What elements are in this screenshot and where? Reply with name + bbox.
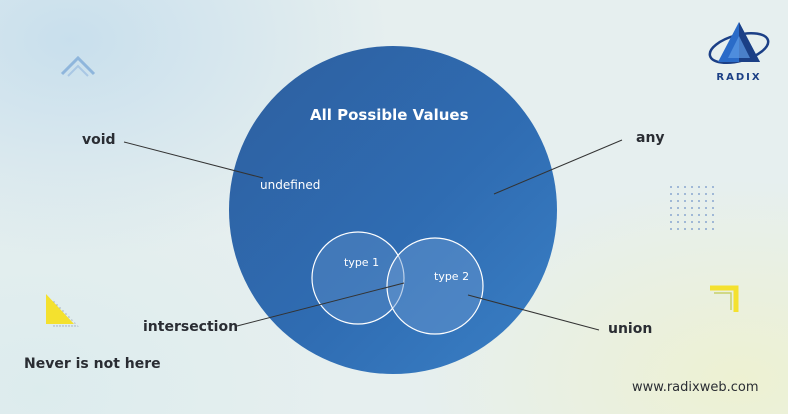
grid-dot (677, 186, 679, 188)
grid-dot (677, 221, 679, 223)
grid-dot (705, 228, 707, 230)
type-2-label: type 2 (434, 270, 470, 283)
grid-dot (712, 214, 714, 216)
grid-dot (677, 214, 679, 216)
grid-dot (705, 200, 707, 202)
grid-dot (670, 186, 672, 188)
grid-dot (670, 214, 672, 216)
grid-dot (684, 221, 686, 223)
grid-dot (691, 193, 693, 195)
void-label: void (82, 132, 116, 148)
grid-dot (705, 207, 707, 209)
grid-dot (670, 207, 672, 209)
union-leader-line (467, 294, 600, 331)
grid-dot (712, 207, 714, 209)
grid-dot (705, 186, 707, 188)
logo-text: RADIX (716, 72, 762, 83)
chevron-up-icon (60, 55, 96, 77)
triangle-icon (46, 294, 80, 328)
grid-dot (691, 221, 693, 223)
grid-dot (698, 214, 700, 216)
grid-dot (712, 228, 714, 230)
grid-dot (691, 186, 693, 188)
any-leader-line (493, 139, 623, 195)
type-2-circle (386, 237, 484, 335)
grid-dot (670, 200, 672, 202)
corner-bracket-icon (710, 285, 739, 312)
grid-dot (698, 200, 700, 202)
grid-dot (670, 228, 672, 230)
never-note: Never is not here (24, 356, 161, 372)
grid-dot (684, 193, 686, 195)
undefined-label: undefined (260, 178, 321, 192)
website-link[interactable]: www.radixweb.com (632, 380, 759, 395)
grid-dot (677, 200, 679, 202)
intersection-label: intersection (143, 319, 239, 335)
grid-dot (684, 186, 686, 188)
radix-logo-icon (708, 22, 770, 65)
union-label: union (608, 321, 653, 337)
grid-dot (691, 228, 693, 230)
grid-dot (684, 214, 686, 216)
grid-dot (712, 186, 714, 188)
grid-dot (698, 193, 700, 195)
type-1-label: type 1 (344, 256, 380, 269)
grid-dot (684, 228, 686, 230)
grid-dot (712, 221, 714, 223)
grid-dot (698, 228, 700, 230)
grid-dot (712, 200, 714, 202)
any-label: any (636, 130, 665, 146)
all-values-circle (229, 46, 557, 374)
void-leader-line (123, 141, 264, 179)
grid-dot (684, 207, 686, 209)
grid-dot (684, 200, 686, 202)
diagram-title: All Possible Values (310, 106, 469, 124)
grid-dot (691, 200, 693, 202)
grid-dot (698, 207, 700, 209)
grid-dot (698, 221, 700, 223)
grid-dot (698, 186, 700, 188)
dot-grid-icon (670, 186, 714, 230)
grid-dot (677, 228, 679, 230)
grid-dot (705, 193, 707, 195)
grid-dot (670, 221, 672, 223)
grid-dot (677, 193, 679, 195)
grid-dot (712, 193, 714, 195)
grid-dot (705, 214, 707, 216)
grid-dot (677, 207, 679, 209)
grid-dot (705, 221, 707, 223)
grid-dot (691, 214, 693, 216)
intersection-leader-line (236, 282, 405, 327)
grid-dot (670, 193, 672, 195)
grid-dot (691, 207, 693, 209)
